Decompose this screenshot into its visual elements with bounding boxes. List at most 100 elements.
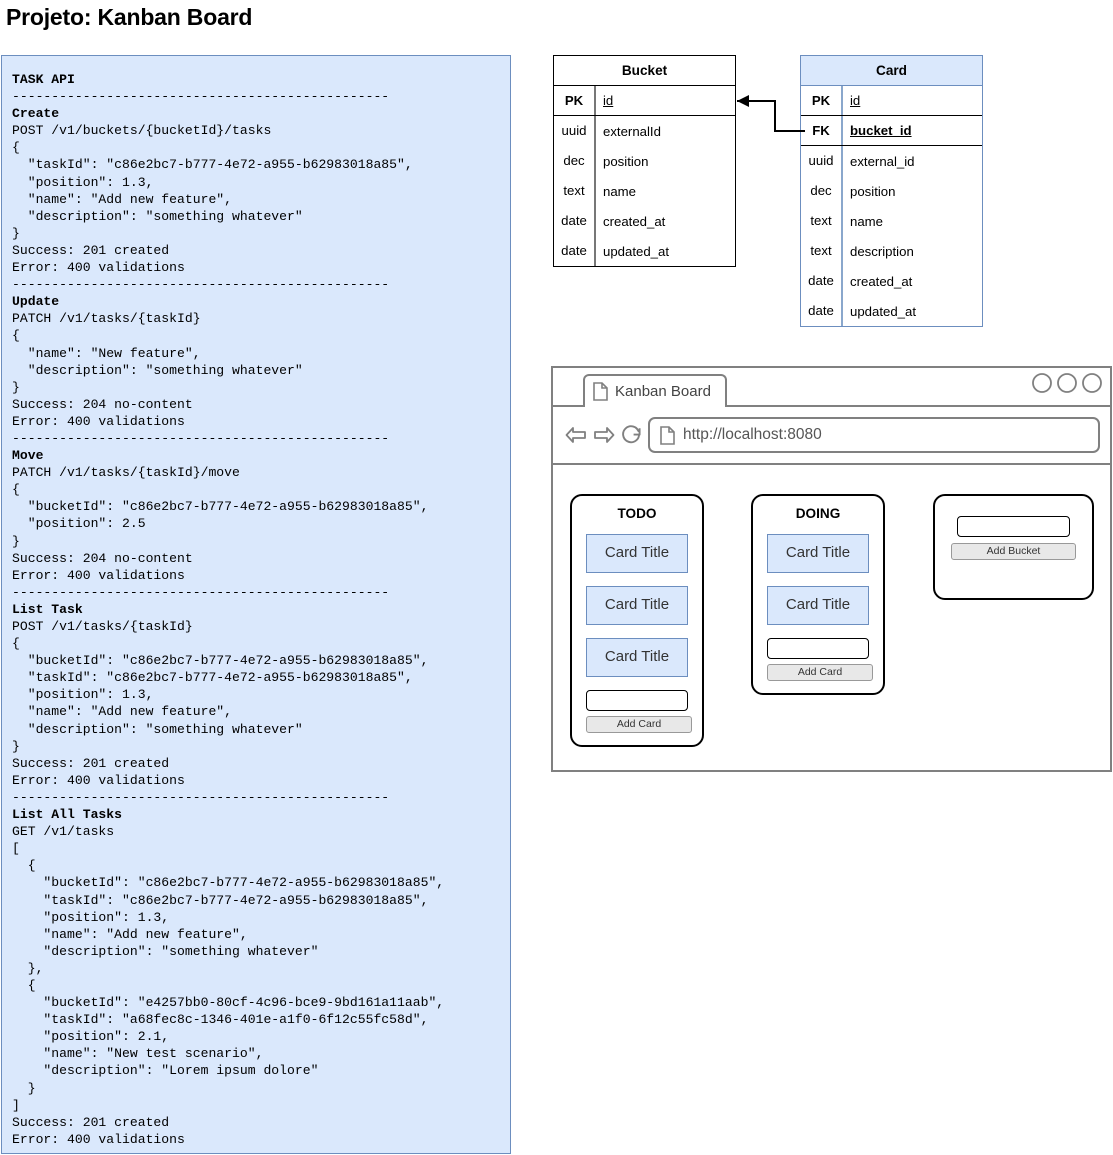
api-spec-line: POST /v1/buckets/{bucketId}/tasks: [12, 123, 272, 139]
er-row-field: position: [603, 153, 649, 169]
er-row-field: id: [603, 93, 614, 108]
er-table-row: dec position: [554, 146, 735, 176]
api-spec-line: "taskId": "a68fec8c-1346-401e-a1f0-6f12c…: [12, 1012, 429, 1028]
er-row-type: PK: [801, 86, 843, 115]
er-row-type: dec: [554, 146, 596, 176]
er-table-card-title: Card: [801, 56, 982, 86]
api-spec-line: Error: 400 validations: [12, 413, 185, 429]
api-spec-line: "name": "Add new feature",: [12, 704, 233, 720]
browser-tab[interactable]: Kanban Board: [583, 374, 727, 407]
api-spec-line: "taskId": "c86e2bc7-b777-4e72-a955-b6298…: [12, 892, 429, 908]
er-row-field: id: [850, 93, 861, 108]
er-row-field: bucket_id: [850, 123, 912, 138]
page-icon: [593, 382, 608, 401]
er-row-field: created_at: [850, 273, 913, 289]
api-spec-line: {: [12, 858, 36, 874]
api-spec-line: "position": 2.1,: [12, 1029, 170, 1045]
er-table-bucket-title: Bucket: [554, 56, 735, 86]
api-spec-line: }: [12, 379, 20, 395]
er-row-type: date: [554, 206, 596, 236]
forward-arrow-icon[interactable]: [593, 425, 615, 445]
task-api-spec-panel: TASK API --------------------------------…: [1, 55, 511, 1154]
new-card-input[interactable]: [767, 638, 869, 659]
maximize-button-icon[interactable]: [1056, 372, 1078, 394]
add-card-button[interactable]: Add Card: [767, 664, 873, 681]
er-row-type: date: [801, 266, 843, 296]
er-row-type: uuid: [554, 116, 596, 146]
er-table-row: uuid externalId: [554, 116, 735, 146]
kanban-card[interactable]: Card Title: [767, 534, 869, 573]
api-spec-line: ----------------------------------------…: [12, 89, 390, 105]
close-button-icon[interactable]: [1081, 372, 1103, 394]
api-spec-line: GET /v1/tasks: [12, 824, 115, 840]
api-spec-line: Success: 204 no-content: [12, 550, 193, 566]
api-spec-line: "taskId": "c86e2bc7-b777-4e72-a955-b6298…: [12, 670, 413, 686]
er-row-field: externalId: [603, 123, 661, 139]
back-arrow-icon[interactable]: [565, 425, 587, 445]
add-bucket-panel: Add Bucket: [933, 494, 1094, 600]
window-controls: [1031, 372, 1103, 394]
api-spec-line: TASK API: [12, 72, 75, 87]
kanban-card[interactable]: Card Title: [586, 534, 688, 573]
add-bucket-button[interactable]: Add Bucket: [951, 543, 1076, 560]
er-row-field: updated_at: [850, 303, 917, 319]
er-row-field: external_id: [850, 153, 915, 169]
er-table-row: dec position: [801, 176, 982, 206]
er-table-row: text name: [801, 206, 982, 236]
api-spec-line: Error: 400 validations: [12, 1131, 185, 1147]
api-spec-line: Update: [12, 294, 60, 310]
er-row-type: date: [801, 296, 843, 326]
new-card-input[interactable]: [586, 690, 688, 711]
er-table-row: PK id: [801, 86, 982, 116]
er-row-type: dec: [801, 176, 843, 206]
kanban-card[interactable]: Card Title: [586, 638, 688, 677]
api-spec-line: "description": "something whatever": [12, 721, 303, 737]
api-spec-line: "position": 1.3,: [12, 174, 154, 190]
api-spec-line: }: [12, 225, 20, 241]
er-row-field: name: [850, 213, 883, 229]
api-spec-line: "description": "something whatever": [12, 362, 303, 378]
api-spec-line: Success: 201 created: [12, 755, 170, 771]
api-spec-line: "position": 2.5: [12, 516, 146, 532]
api-spec-line: {: [12, 636, 20, 652]
er-row-type: FK: [801, 116, 843, 145]
kanban-card[interactable]: Card Title: [586, 586, 688, 625]
kanban-card[interactable]: Card Title: [767, 586, 869, 625]
api-spec-line: },: [12, 960, 44, 976]
api-spec-line: "name": "Add new feature",: [12, 926, 248, 942]
er-row-type: text: [801, 206, 843, 236]
browser-url-bar: http://localhost:8080: [553, 407, 1110, 465]
api-spec-line: Error: 400 validations: [12, 260, 185, 276]
api-spec-line: Move: [12, 448, 44, 464]
api-spec-line: Create: [12, 106, 60, 122]
api-spec-line: {: [12, 977, 36, 993]
page-title: Projeto: Kanban Board: [6, 4, 253, 30]
er-table-row: FK bucket_id: [801, 116, 982, 146]
er-row-field: name: [603, 183, 636, 199]
api-spec-line: "position": 1.3,: [12, 909, 170, 925]
er-row-field: position: [850, 183, 896, 199]
api-spec-line: "bucketId": "e4257bb0-80cf-4c96-bce9-9bd…: [12, 995, 445, 1011]
api-spec-line: [: [12, 841, 20, 857]
er-row-type: date: [554, 236, 596, 266]
new-bucket-input[interactable]: [957, 516, 1070, 537]
api-spec-line: Success: 201 created: [12, 242, 170, 258]
api-spec-line: Success: 201 created: [12, 1114, 170, 1130]
add-card-button[interactable]: Add Card: [586, 716, 692, 733]
er-row-type: text: [801, 236, 843, 266]
api-spec-line: {: [12, 482, 20, 498]
api-spec-line: "position": 1.3,: [12, 687, 154, 703]
kanban-column-title: TODO: [617, 506, 657, 521]
api-spec-line: {: [12, 328, 20, 344]
reload-icon[interactable]: [621, 424, 642, 446]
minimize-button-icon[interactable]: [1031, 372, 1053, 394]
url-input[interactable]: http://localhost:8080: [648, 417, 1100, 453]
